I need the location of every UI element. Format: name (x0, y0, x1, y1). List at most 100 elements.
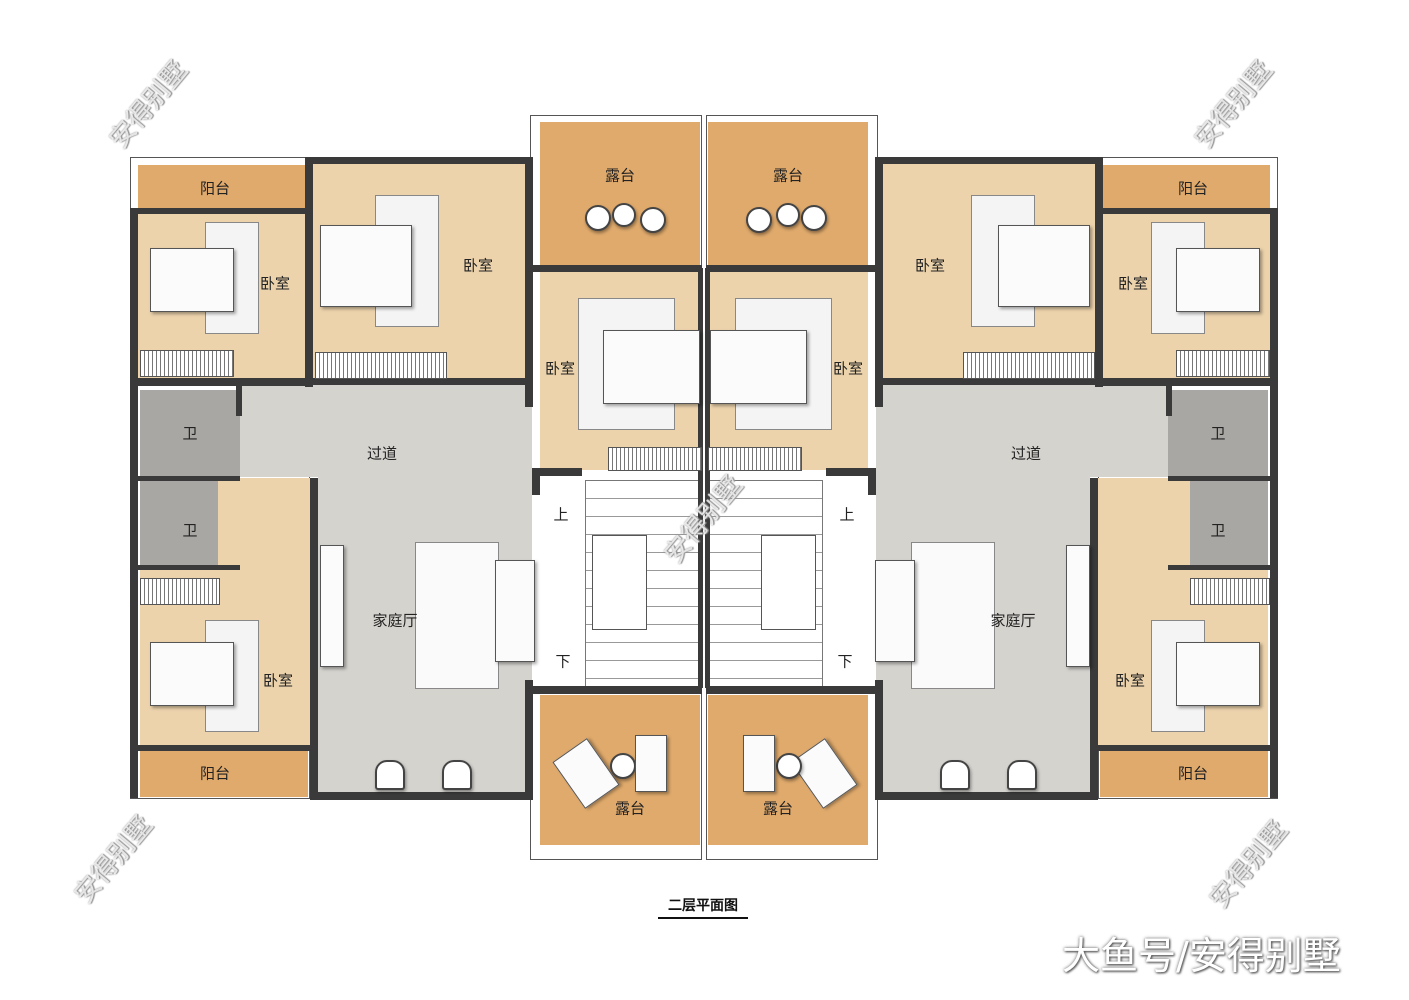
balcony-bottom (1100, 750, 1268, 797)
wall (532, 468, 582, 476)
bedroom-small-label: 卧室 (259, 274, 291, 293)
armchair (1007, 760, 1037, 790)
balcony-bottom-label: 阳台 (199, 764, 231, 783)
balcony-top (138, 165, 308, 212)
wall (878, 378, 1103, 385)
wall (130, 208, 310, 214)
armchair (375, 760, 405, 790)
bedroom-lower-strip (218, 478, 310, 570)
wall (1168, 565, 1278, 570)
stair-well (761, 535, 816, 630)
wall (705, 268, 710, 688)
wall (868, 470, 876, 495)
wall (310, 478, 318, 800)
wall (525, 157, 533, 407)
bedroom-lower-label: 卧室 (262, 671, 294, 690)
wardrobe (708, 447, 802, 471)
corridor-label: 过道 (366, 444, 398, 463)
terrace-chair (746, 207, 772, 233)
wall (875, 680, 883, 800)
tv-cabinet (320, 545, 344, 667)
wall (305, 157, 313, 387)
terrace-bottom-label: 露台 (614, 799, 646, 818)
balcony-bottom-label: 阳台 (1177, 764, 1209, 783)
stairs-up-label: 上 (553, 505, 569, 524)
bedroom-center-label: 卧室 (832, 359, 864, 378)
terrace-table (610, 753, 636, 779)
corridor (876, 385, 1168, 477)
bathroom-upper-label: 卫 (1210, 424, 1226, 443)
terrace-top (540, 122, 700, 268)
stairs-down-label: 下 (837, 652, 853, 671)
lounge-chair (635, 735, 667, 792)
terrace-bottom-label: 露台 (762, 799, 794, 818)
family-room-label: 家庭厅 (990, 611, 1036, 630)
watermark-diagonal: 安得别墅 (1204, 815, 1294, 915)
sofa (875, 560, 915, 662)
wall (310, 792, 532, 800)
wall (1090, 478, 1098, 800)
wardrobe (1176, 350, 1270, 377)
watermark-brand: 大鱼号/安得别墅 (1062, 934, 1341, 978)
terrace-top-label: 露台 (772, 166, 804, 185)
balcony-top-label: 阳台 (1177, 179, 1209, 198)
wall (878, 157, 1103, 164)
wall (525, 680, 533, 800)
bed (150, 248, 234, 312)
title-underline (658, 917, 748, 919)
sofa (495, 560, 535, 662)
bathroom-upper (140, 390, 240, 478)
plan-title: 二层平面图 (668, 898, 738, 914)
bathroom-lower (140, 480, 218, 568)
bedroom-small-label: 卧室 (1117, 274, 1149, 293)
wall (532, 265, 702, 272)
wall (1166, 386, 1172, 416)
bathroom-lower-label: 卫 (1210, 521, 1226, 540)
wall (130, 208, 138, 798)
wall (706, 265, 876, 272)
wall (1095, 157, 1103, 387)
wall (826, 468, 876, 476)
corridor-label: 过道 (1010, 444, 1042, 463)
stair-well (592, 535, 647, 630)
watermark-diagonal: 安得别墅 (104, 55, 194, 155)
wardrobe (315, 352, 447, 379)
wall (305, 378, 530, 385)
balcony-bottom (140, 750, 308, 797)
terrace-table (776, 203, 800, 227)
terrace-chair (801, 205, 827, 231)
wall (532, 470, 540, 495)
watermark-diagonal: 安得别墅 (1189, 55, 1279, 155)
wall (532, 686, 702, 694)
wall (875, 157, 883, 407)
wall (706, 686, 876, 694)
terrace-top (708, 122, 868, 268)
bed (710, 330, 807, 404)
wall (1270, 208, 1278, 798)
watermark-diagonal: 安得别墅 (69, 810, 159, 910)
corridor (240, 385, 532, 477)
balcony-top-label: 阳台 (199, 179, 231, 198)
wall (1098, 208, 1278, 214)
wall (130, 745, 310, 751)
living-rug (415, 542, 499, 689)
bathroom-lower-label: 卫 (182, 521, 198, 540)
armchair (442, 760, 472, 790)
terrace-chair (585, 205, 611, 231)
wardrobe (1190, 578, 1270, 605)
wardrobe (963, 352, 1095, 379)
stairs-up-label: 上 (839, 505, 855, 524)
terrace-top-label: 露台 (604, 166, 636, 185)
wardrobe (608, 447, 702, 471)
stairs-down-label: 下 (555, 652, 571, 671)
wall (1098, 745, 1278, 751)
bed (320, 225, 412, 307)
bedroom-lower-label: 卧室 (1114, 671, 1146, 690)
wardrobe (140, 350, 234, 377)
living-rug (911, 542, 995, 689)
wall (305, 157, 530, 164)
terrace-chair (640, 207, 666, 233)
tv-cabinet (1066, 545, 1090, 667)
wall (130, 476, 240, 481)
bedroom-lower-strip (1098, 478, 1190, 570)
